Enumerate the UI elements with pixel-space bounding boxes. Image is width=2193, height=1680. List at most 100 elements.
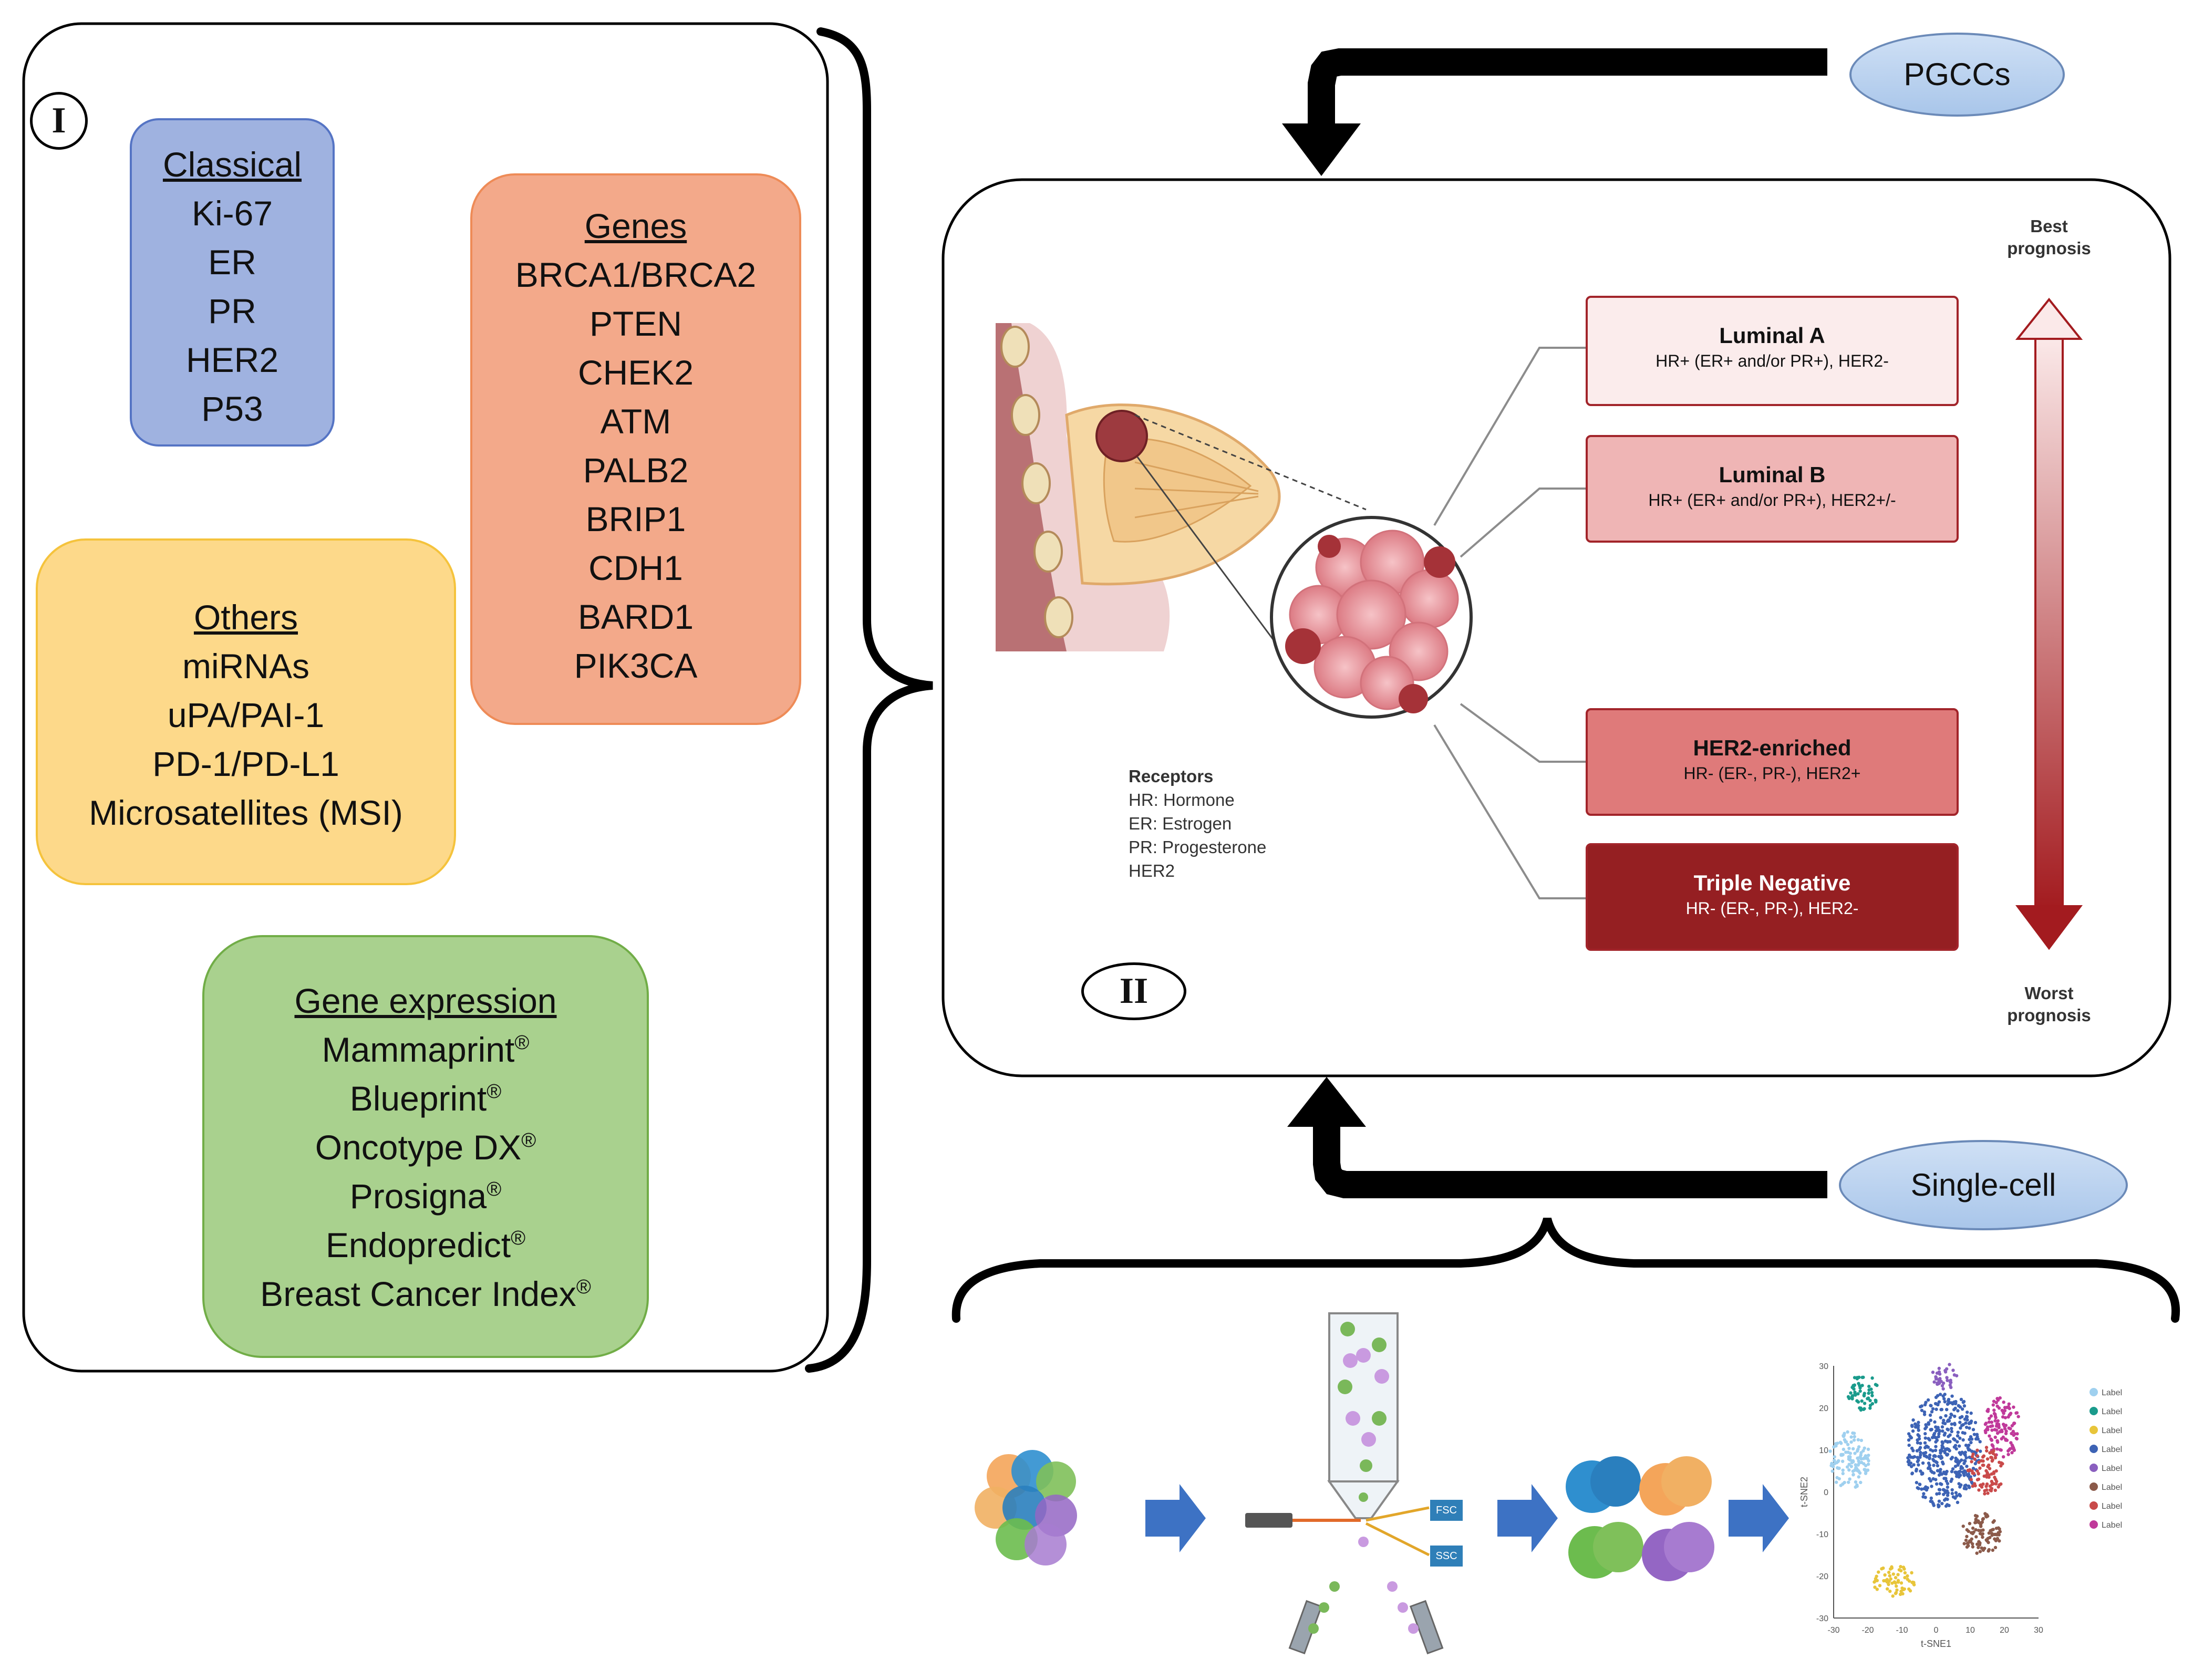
tsne-point xyxy=(1982,1463,1985,1467)
tsne-point xyxy=(2015,1411,2019,1415)
tsne-point xyxy=(2002,1424,2006,1427)
tsne-point xyxy=(1833,1455,1836,1459)
tsne-point xyxy=(1914,1469,1918,1473)
tsne-point xyxy=(1975,1454,1979,1458)
tsne-point xyxy=(1967,1484,1971,1488)
tsne-point xyxy=(1945,1503,1949,1507)
tsne-point xyxy=(1856,1392,1860,1396)
tsne-point xyxy=(1853,1392,1857,1396)
tsne-point xyxy=(1939,1448,1942,1453)
tsne-point xyxy=(1977,1546,1980,1549)
step-arrow-3 xyxy=(1729,1484,1789,1552)
tsne-point xyxy=(1989,1414,1993,1418)
tsne-point xyxy=(1903,1571,1907,1575)
gene-expression-item: Prosigna® xyxy=(349,1177,502,1216)
receptor-line: HR: Hormone xyxy=(1129,790,1235,810)
tsne-point xyxy=(1866,1397,1869,1401)
receptors-title: Receptors xyxy=(1129,766,1214,786)
tsne-point xyxy=(1931,1371,1935,1374)
tsne-point xyxy=(1989,1456,1993,1459)
tsne-point xyxy=(1895,1588,1899,1592)
tsne-point xyxy=(1856,1400,1860,1404)
gene-item: ATM xyxy=(600,402,671,441)
tsne-point xyxy=(1912,1581,1916,1584)
tsne-point xyxy=(1950,1429,1953,1434)
classical-box: Classical Ki-67 ER PR HER2 P53 xyxy=(130,118,335,447)
tsne-point xyxy=(1959,1426,1962,1430)
tsne-point xyxy=(1915,1481,1919,1485)
tsne-point xyxy=(1985,1457,1990,1461)
tsne-point xyxy=(1977,1472,1980,1476)
tsne-point xyxy=(1957,1475,1961,1479)
tsne-point xyxy=(1929,1404,1932,1407)
tsne-point xyxy=(1849,1435,1853,1439)
tsne-point xyxy=(1863,1407,1866,1411)
tsne-point xyxy=(1961,1438,1965,1442)
receptor-line: ER: Estrogen xyxy=(1129,814,1232,833)
tsne-point xyxy=(1839,1484,1843,1487)
ssc-tag: SSC xyxy=(1430,1546,1463,1567)
tsne-point xyxy=(1903,1575,1907,1580)
tsne-point xyxy=(1929,1469,1933,1473)
tsne-point xyxy=(1923,1446,1927,1449)
tsne-point xyxy=(1850,1461,1854,1465)
tsne-point xyxy=(1885,1587,1889,1591)
tsne-point xyxy=(1977,1529,1981,1532)
tsne-point xyxy=(1998,1448,2002,1451)
tsne-point xyxy=(1932,1380,1936,1384)
tsne-legend-label: Label xyxy=(2102,1502,2122,1511)
tsne-point xyxy=(2002,1412,2005,1415)
tsne-x-tick-label: -10 xyxy=(1896,1626,1908,1635)
panel-1-label: I xyxy=(30,92,88,150)
tsne-point xyxy=(1990,1533,1994,1537)
tsne-point xyxy=(1922,1413,1927,1416)
tsne-point xyxy=(1912,1455,1917,1459)
tsne-point xyxy=(1974,1535,1978,1539)
tsne-point xyxy=(1978,1440,1982,1444)
tsne-point xyxy=(1937,1499,1941,1503)
tsne-point xyxy=(1969,1421,1973,1425)
tsne-legend-marker xyxy=(2089,1445,2098,1453)
receptor-line: PR: Progesterone xyxy=(1129,837,1267,857)
tsne-point xyxy=(1942,1397,1946,1401)
tsne-point xyxy=(1969,1435,1973,1439)
tsne-point xyxy=(1859,1408,1863,1412)
tsne-point xyxy=(1985,1409,1989,1413)
tsne-point xyxy=(1987,1420,1991,1424)
tsne-point xyxy=(1866,1447,1870,1451)
breast-anatomy-illustration xyxy=(996,323,1367,652)
tsne-point xyxy=(1933,1454,1937,1458)
tsne-point xyxy=(1853,1376,1857,1380)
tsne-point xyxy=(1961,1401,1965,1404)
tsne-point xyxy=(1983,1492,1987,1496)
tsne-point xyxy=(1858,1389,1862,1393)
tsne-point xyxy=(1892,1580,1897,1584)
tsne-point xyxy=(1995,1432,2000,1435)
step-arrow-1 xyxy=(1145,1484,1206,1552)
tsne-point xyxy=(1963,1484,1967,1488)
tsne-legend-marker xyxy=(2089,1388,2098,1396)
tsne-point xyxy=(1944,1477,1948,1480)
tissue-cells xyxy=(975,1450,1077,1565)
tsne-point xyxy=(1917,1434,1921,1438)
tsne-point xyxy=(1947,1419,1951,1423)
tsne-point xyxy=(1946,1453,1950,1456)
tsne-point xyxy=(1994,1401,1998,1405)
pgccs-ellipse: PGCCs xyxy=(1849,33,2065,117)
tsne-point xyxy=(2010,1451,2014,1455)
tsne-point xyxy=(1984,1422,1988,1425)
tsne-point xyxy=(1888,1574,1892,1578)
tsne-legend-marker xyxy=(2089,1464,2098,1472)
tsne-point xyxy=(1971,1484,1974,1488)
tsne-point xyxy=(1994,1539,1998,1542)
tsne-point xyxy=(1867,1454,1870,1457)
tsne-point xyxy=(2015,1437,2019,1441)
tsne-point xyxy=(1866,1463,1870,1466)
tsne-point xyxy=(1847,1446,1851,1450)
tsne-point xyxy=(1869,1387,1873,1391)
tsne-legend-label: Label xyxy=(2102,1426,2122,1435)
tsne-point xyxy=(1970,1455,1974,1459)
tsne-point xyxy=(1924,1423,1928,1427)
